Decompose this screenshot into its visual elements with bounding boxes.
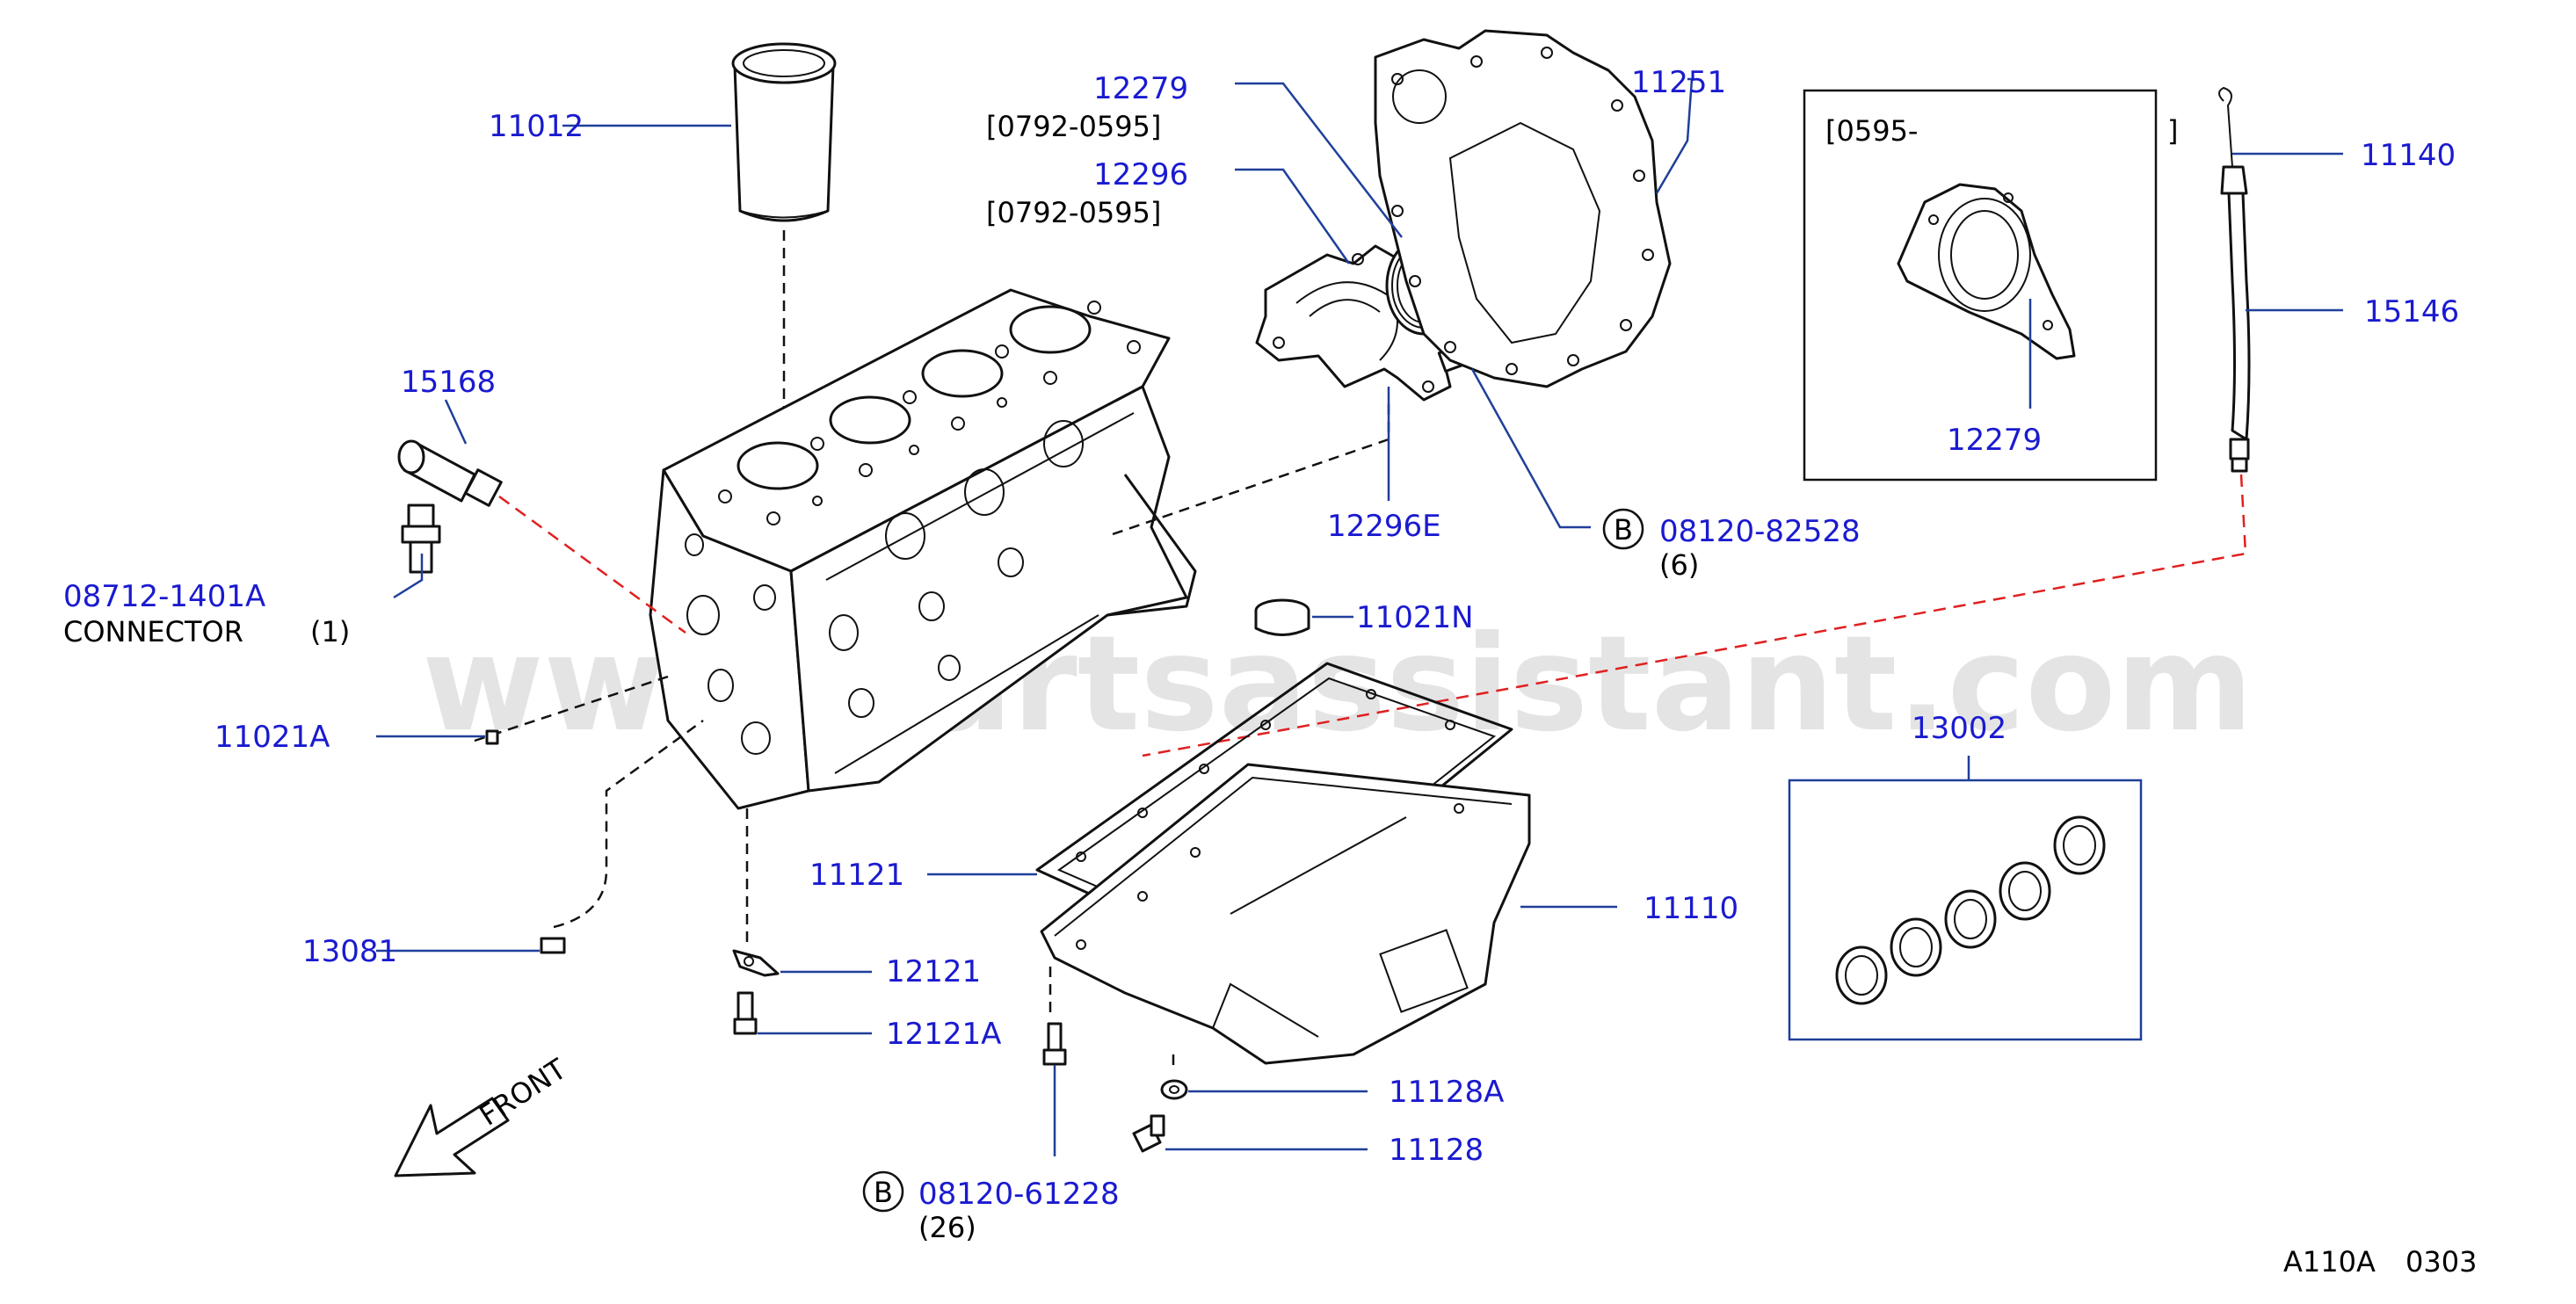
- bolt-marker-b1-letter: B: [1614, 513, 1633, 547]
- bolt-b2-code[interactable]: 08120-61228: [918, 1177, 1120, 1212]
- bracket-12121-drawing: [732, 949, 780, 977]
- part-label-13081[interactable]: 13081: [302, 934, 397, 969]
- part-label-11012[interactable]: 11012: [489, 109, 584, 144]
- inset-oil-seal-retainer-drawing: [1897, 183, 2076, 360]
- bolt-marker-b1: B: [1602, 508, 1644, 550]
- plug-13081-drawing: [540, 937, 566, 954]
- part-label-11021N[interactable]: 11021N: [1356, 600, 1474, 635]
- part-label-12296E[interactable]: 12296E: [1327, 509, 1441, 544]
- oil-pressure-switch-drawing: [397, 439, 503, 507]
- part-label-11128[interactable]: 11128: [1389, 1133, 1484, 1168]
- bolt-12121A-drawing: [733, 991, 758, 1035]
- part-label-11251[interactable]: 11251: [1631, 65, 1726, 100]
- diagram-version: 0303: [2405, 1245, 2477, 1279]
- part-label-11121[interactable]: 11121: [809, 858, 904, 893]
- inset-range-close: ]: [2167, 114, 2178, 148]
- diagram-code: A110A: [2283, 1245, 2376, 1279]
- part-label-11128A[interactable]: 11128A: [1389, 1075, 1504, 1110]
- part-label-11021A[interactable]: 11021A: [214, 720, 330, 755]
- part-label-12296[interactable]: 12296: [1093, 157, 1188, 192]
- oil-pan-drawing: [1040, 763, 1531, 1065]
- washer-11128A-drawing: [1160, 1079, 1188, 1100]
- rear-plate-drawing: [1374, 29, 1672, 388]
- part-label-11110[interactable]: 11110: [1644, 891, 1738, 926]
- bolt-b1-code[interactable]: 08120-82528: [1659, 514, 1861, 549]
- part-label-12279-top[interactable]: 12279: [1093, 71, 1188, 106]
- inset-range-open: [0595-: [1825, 114, 1918, 148]
- cylinder-block-drawing: [649, 288, 1197, 810]
- oil-level-gauge-drawing: [2218, 86, 2251, 473]
- bolt-b2-qty: (26): [918, 1211, 976, 1244]
- part-label-12279-inset[interactable]: 12279: [1947, 423, 2042, 458]
- connector-text: CONNECTOR: [63, 615, 243, 648]
- plug-11021N-drawing: [1254, 598, 1310, 636]
- front-arrow-icon: [394, 1097, 510, 1177]
- drain-plug-11128-drawing: [1132, 1114, 1165, 1153]
- bolt-08120-61228-drawing: [1042, 1022, 1067, 1066]
- part-label-12121A[interactable]: 12121A: [886, 1017, 1001, 1052]
- plug-11021A-drawing: [485, 729, 499, 745]
- part-label-15146[interactable]: 15146: [2364, 294, 2459, 330]
- inset-frame: [1803, 89, 2158, 482]
- part-label-13002[interactable]: 13002: [1912, 711, 2006, 746]
- bearing-set-drawing: [1835, 815, 2106, 1005]
- cylinder-liner-drawing: [731, 42, 837, 222]
- bolt-marker-b2: B: [862, 1170, 904, 1213]
- part-label-15168[interactable]: 15168: [401, 365, 496, 400]
- range-12296: [0792-0595]: [986, 196, 1161, 229]
- bearing-set-frame: [1788, 779, 2143, 1041]
- part-label-11140[interactable]: 11140: [2361, 138, 2456, 173]
- front-label: FRONT: [474, 1052, 573, 1133]
- bolt-b1-qty: (6): [1659, 548, 1699, 582]
- connector-qty: (1): [310, 615, 350, 648]
- bolt-marker-b2-letter: B: [874, 1176, 893, 1209]
- range-12279-top: [0792-0595]: [986, 110, 1161, 143]
- connector-code[interactable]: 08712-1401A: [63, 579, 265, 614]
- part-label-12121[interactable]: 12121: [886, 954, 981, 989]
